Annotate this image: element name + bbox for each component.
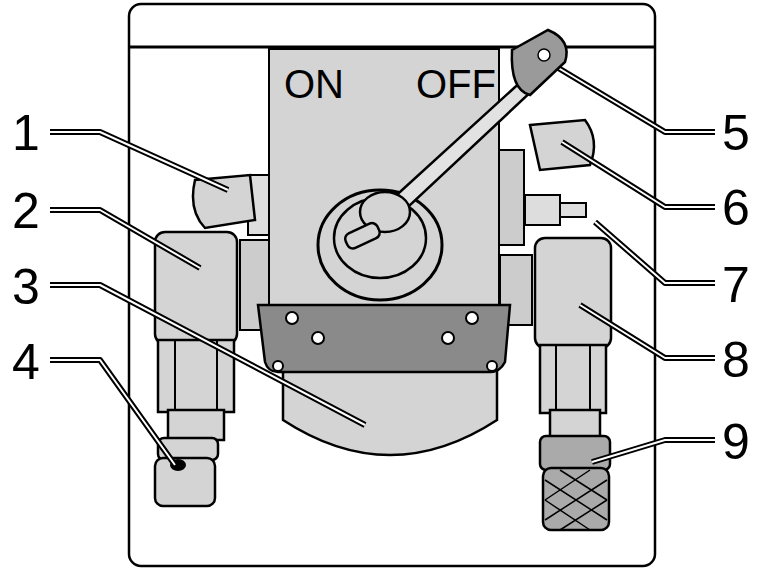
- hex-edge: [589, 345, 591, 413]
- relief-valve: [560, 203, 586, 217]
- coupler: [168, 410, 224, 440]
- hex-edge: [555, 345, 557, 413]
- screw: [442, 332, 454, 344]
- hex-nut: [498, 150, 524, 245]
- callout-number: 6: [722, 183, 750, 233]
- knurled-coupler: [543, 468, 609, 530]
- valve-knob-base: [318, 190, 442, 300]
- valve-body: [525, 195, 560, 225]
- coupler-plug: [155, 458, 215, 506]
- knurled-coupler: [540, 436, 610, 470]
- cylinder: [535, 238, 611, 348]
- mounting-bracket: [258, 305, 510, 372]
- lever-pin: [343, 221, 381, 250]
- grip-highlight: [538, 49, 550, 61]
- leader-line: [50, 132, 228, 190]
- screw: [286, 312, 298, 324]
- leader-line: [545, 60, 715, 132]
- screw: [312, 332, 324, 344]
- lever-grip: [512, 30, 567, 95]
- knurling: [545, 470, 607, 530]
- screw: [487, 361, 497, 371]
- bowl: [283, 360, 497, 455]
- callout-number: 3: [12, 262, 40, 312]
- callout-number: 2: [12, 186, 40, 236]
- leader-line: [580, 305, 715, 358]
- screw: [466, 312, 478, 324]
- callout-number: 8: [722, 335, 750, 385]
- leader-line: [592, 440, 715, 462]
- frame: [129, 4, 655, 566]
- hex-edge: [174, 340, 176, 412]
- leader-line: [580, 305, 715, 358]
- callout-number: 7: [722, 260, 750, 310]
- switch-marking: ON: [284, 64, 344, 104]
- leader-line: [50, 210, 200, 268]
- leader-line: [595, 222, 715, 283]
- leader-line: [595, 222, 715, 283]
- leader-line: [562, 142, 715, 207]
- callout-number: 5: [722, 108, 750, 158]
- callout-number: 4: [12, 337, 40, 387]
- leader-line: [50, 360, 175, 465]
- switch-marking: OFF: [416, 64, 496, 104]
- leader-line: [545, 60, 715, 132]
- leader-line: [50, 132, 228, 190]
- leader-line: [50, 210, 200, 268]
- leader-line: [592, 440, 715, 462]
- callout-number: 9: [722, 417, 750, 467]
- coupler: [550, 410, 600, 438]
- leader-line: [562, 142, 715, 207]
- hex-edge: [216, 340, 218, 412]
- leader-line: [50, 360, 175, 465]
- hex-nut: [540, 345, 606, 413]
- elbow-fitting: [193, 175, 255, 228]
- callout-number: 1: [12, 108, 40, 158]
- screw: [273, 361, 283, 371]
